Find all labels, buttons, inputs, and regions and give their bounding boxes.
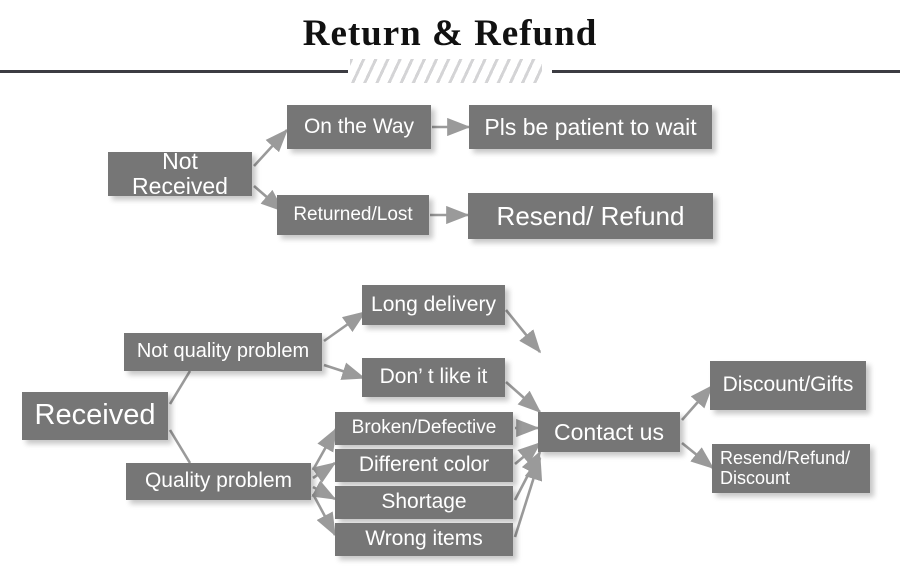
node-wrong-items[interactable]: Wrong items: [335, 523, 513, 556]
node-different-color[interactable]: Different color: [335, 449, 513, 482]
divider-line-left: [0, 70, 348, 73]
node-broken-defective[interactable]: Broken/Defective: [335, 412, 513, 445]
divider-hatch-ornament-icon: [350, 59, 542, 83]
node-resend-refund-discount[interactable]: Resend/Refund/ Discount: [712, 444, 870, 493]
node-dont-like-it[interactable]: Don’ t like it: [362, 358, 505, 397]
node-returned-lost[interactable]: Returned/Lost: [277, 195, 429, 235]
node-quality-problem[interactable]: Quality problem: [126, 463, 311, 500]
node-discount-gifts[interactable]: Discount/Gifts: [710, 361, 866, 410]
node-shortage[interactable]: Shortage: [335, 486, 513, 519]
node-contact-us[interactable]: Contact us: [538, 412, 680, 452]
node-not-quality-problem[interactable]: Not quality problem: [124, 333, 322, 371]
page-title: Return & Refund: [302, 13, 598, 54]
node-not-received[interactable]: Not Received: [108, 149, 252, 198]
node-on-the-way[interactable]: On the Way: [287, 105, 431, 149]
node-pls-be-patient-to-wait[interactable]: Pls be patient to wait: [469, 105, 712, 149]
node-received[interactable]: Received: [22, 392, 168, 440]
divider-line-right: [552, 70, 900, 73]
node-long-delivery[interactable]: Long delivery: [362, 285, 505, 325]
node-resend-refund[interactable]: Resend/ Refund: [468, 193, 713, 239]
